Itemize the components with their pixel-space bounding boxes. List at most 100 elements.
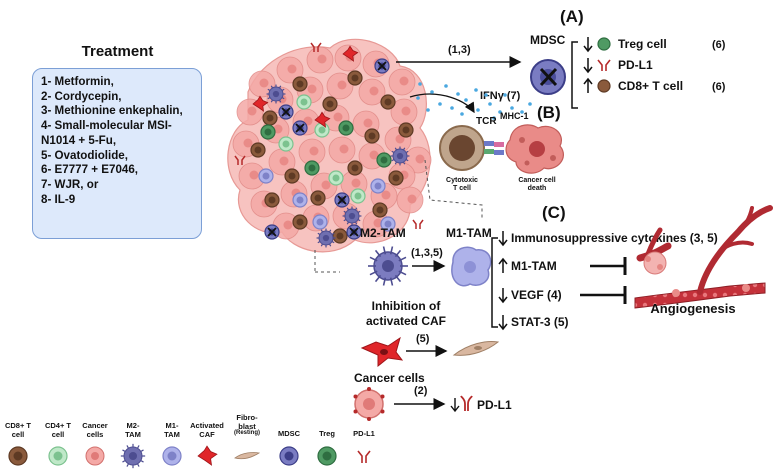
dying-cancer-cell — [505, 124, 564, 174]
legend-item: Fibro-blast(Resting) — [234, 413, 261, 460]
cd4-t-cell — [314, 122, 330, 138]
treatment-item: 2- Cordycepin, — [41, 89, 122, 103]
treg-cell — [376, 152, 392, 168]
panel-c-effect-label: Immunosuppressive cytokines (3, 5) — [511, 231, 718, 245]
down-arrow-icon — [498, 315, 508, 331]
tcr-label: TCR — [476, 116, 497, 127]
cd8-t-cell — [380, 94, 396, 110]
caf-title-2: activated CAF — [366, 314, 446, 328]
ifn-particle — [520, 110, 524, 114]
panel-a-effect-ref: (6) — [712, 39, 726, 51]
ifn-particle — [416, 96, 420, 100]
ifn-particle — [498, 110, 502, 114]
mdsc-label: MDSC — [530, 33, 566, 47]
legend-label: M1- — [166, 421, 179, 430]
panel-a-label: (A) — [560, 7, 584, 26]
mdsc-cell — [374, 58, 390, 74]
legend-label: cell — [52, 430, 65, 439]
caf-ref: (5) — [416, 333, 430, 345]
legend-item: M1-TAM — [162, 421, 182, 466]
ifn-particle — [418, 82, 422, 86]
panel-c-effect: Immunosuppressive cytokines (3, 5) — [498, 231, 718, 247]
ifn-particles — [416, 82, 532, 120]
ifn-arrow — [409, 93, 475, 114]
treatment-item: 7- WJR, or — [41, 177, 99, 191]
activated-caf-cell — [314, 111, 331, 128]
m2-tam-cell — [390, 146, 410, 166]
legend-label: CAF — [199, 430, 215, 439]
cd8-t-cell — [322, 96, 338, 112]
treatment-item: 6- E7777 + E7046, — [41, 163, 139, 177]
activated-caf-cell — [360, 336, 404, 368]
legend-item: Treg — [317, 429, 337, 466]
activated-caf-cell — [342, 45, 359, 62]
pdl1-receptor — [310, 42, 322, 52]
m1-tam-cell — [451, 246, 492, 287]
cd8-t-cell — [364, 128, 380, 144]
cd8-t-cell — [264, 192, 280, 208]
macro-ref: (1,3,5) — [411, 247, 443, 259]
cd8-t-cell — [292, 76, 308, 92]
cd8-t-cell — [250, 142, 266, 158]
tcell-caption-1: Cytotoxic — [446, 177, 478, 184]
legend-label: Cancer — [82, 421, 108, 430]
ifn-label: IFNγ (7) — [480, 90, 521, 102]
legend-label: M2- — [127, 421, 140, 430]
death-caption-1: Cancer cell — [518, 177, 555, 184]
treg-cell — [304, 160, 320, 176]
mdsc-cell — [292, 120, 308, 136]
tumor-cell — [358, 78, 386, 106]
legend-label: Activated — [190, 421, 224, 430]
panel-c-effect: STAT-3 (5) — [498, 315, 569, 331]
ifn-particle — [438, 102, 442, 106]
treg-cell — [338, 120, 354, 136]
cd8-t-cell — [310, 190, 326, 206]
ifn-particle — [456, 92, 460, 96]
legend-label: cell — [12, 430, 25, 439]
legend-label: Fibro- — [236, 413, 258, 422]
down-arrow-icon — [583, 58, 593, 74]
pdl1-icon — [597, 59, 611, 71]
cancer-ref: (2) — [414, 385, 428, 397]
m1-tam-cell — [312, 214, 328, 230]
treatment-item: 3- Methionine enkephalin, — [41, 104, 183, 118]
panel-a-effect: Treg cell (6) — [583, 37, 726, 53]
panel-a-bracket — [571, 41, 578, 109]
ifn-particle — [503, 93, 507, 97]
mdsc-cell — [264, 224, 280, 240]
panel-a-effect-ref: (6) — [712, 81, 726, 93]
cancer-cell-with-pdl1 — [353, 387, 385, 421]
down-arrow-icon — [498, 288, 508, 304]
ifn-particle — [450, 106, 454, 110]
panel-a-effect-label: CD8+ T cell — [618, 79, 683, 93]
ifn-particle — [488, 102, 492, 106]
mhc-label: MHC-1 — [500, 111, 529, 121]
cd8-t-cell — [347, 70, 363, 86]
panel-c-label: (C) — [542, 203, 566, 222]
cancer-effect-label: PD-L1 — [477, 398, 512, 412]
ifn-particle — [426, 108, 430, 112]
down-arrow-icon — [498, 231, 508, 247]
tumor-cell — [326, 72, 354, 100]
cd8-t-cell — [292, 214, 308, 230]
panel-a-effect-label: Treg cell — [618, 37, 667, 51]
ifn-particle — [484, 93, 488, 97]
tumor-cell — [248, 70, 276, 98]
b-to-c-connector — [424, 159, 483, 218]
m2-tam-label: M2-TAM — [360, 226, 406, 240]
down-arrow-icon — [583, 37, 593, 53]
treg-cell — [260, 124, 276, 140]
legend-label: TAM — [125, 430, 141, 439]
tumor-cell — [306, 46, 334, 74]
tumor-cell — [388, 68, 416, 96]
legend-item: MDSC — [278, 429, 301, 466]
cd4-t-cell — [350, 188, 366, 204]
legend-label: MDSC — [278, 429, 301, 438]
panel-c-effect-label: STAT-3 (5) — [511, 315, 569, 329]
legend-item: PD-L1 — [353, 429, 375, 463]
treatment-title: Treatment — [81, 43, 154, 60]
